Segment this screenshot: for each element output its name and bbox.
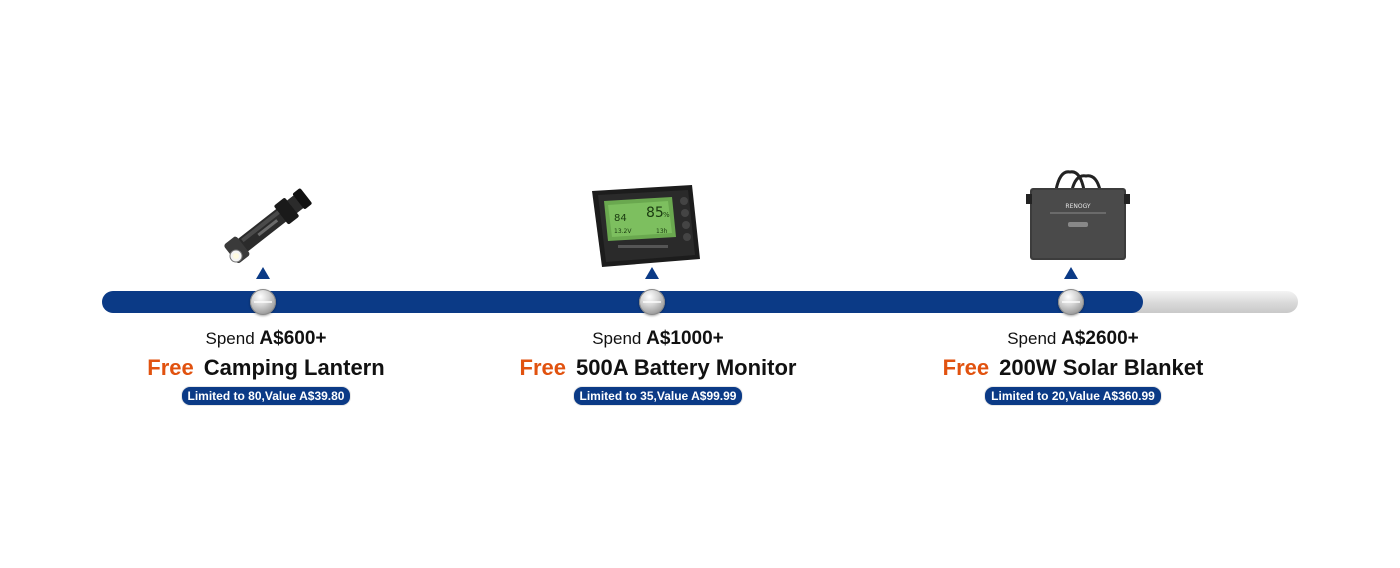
gift-name: 200W Solar Blanket — [999, 355, 1204, 380]
spend-amount: A$600+ — [259, 328, 327, 349]
tier-3-label: Spend A$2600+ Free 200W Solar Blanket Lim… — [863, 326, 1283, 406]
tier-2-pointer — [645, 267, 659, 279]
free-label: Free — [519, 355, 567, 380]
spend-amount: A$1000+ — [646, 328, 724, 349]
monitor-value-3: 13.2V — [614, 228, 632, 235]
spend-label: Spend — [592, 329, 642, 348]
spend-label: Spend — [1007, 329, 1057, 348]
tier-3-marker — [1058, 289, 1084, 315]
tier-2-gift: Free 500A Battery Monitor — [448, 353, 868, 383]
tier-3-gift: Free 200W Solar Blanket — [863, 353, 1283, 383]
free-label: Free — [942, 355, 990, 380]
tier-1-label: Spend A$600+ Free Camping Lantern Limited… — [56, 326, 476, 406]
brand-text: RENOGY — [1065, 203, 1091, 210]
tier-2-marker — [639, 289, 665, 315]
tier-2-label: Spend A$1000+ Free 500A Battery Monitor L… — [448, 326, 868, 406]
battery-monitor-icon: 84 85 % 13.2V 13h — [592, 185, 700, 267]
monitor-value-4: 13h — [656, 228, 668, 235]
monitor-unit: % — [663, 211, 670, 219]
gift-name: Camping Lantern — [203, 355, 385, 380]
tier-1-pointer — [256, 267, 270, 279]
free-label: Free — [147, 355, 194, 380]
tier-3-spend: Spend A$2600+ — [863, 326, 1283, 352]
tier-3-pointer — [1064, 267, 1078, 279]
tier-1-marker — [250, 289, 276, 315]
monitor-value-2: 85 — [646, 205, 664, 221]
gift-name: 500A Battery Monitor — [576, 355, 797, 380]
tier-2-spend: Spend A$1000+ — [448, 326, 868, 352]
spend-label: Spend — [205, 329, 255, 348]
tier-1-limit-badge: Limited to 80,Value A$39.80 — [180, 386, 352, 406]
flashlight-icon — [224, 188, 312, 264]
tier-2-limit-badge: Limited to 35,Value A$99.99 — [572, 386, 744, 406]
spend-amount: A$2600+ — [1061, 328, 1139, 349]
progress-track-fill — [102, 291, 1143, 313]
solar-blanket-icon: RENOGY — [1026, 170, 1130, 260]
tier-1-spend: Spend A$600+ — [56, 326, 476, 352]
monitor-value-1: 84 — [614, 213, 627, 224]
tier-3-limit-badge: Limited to 20,Value A$360.99 — [984, 386, 1162, 406]
tier-1-gift: Free Camping Lantern — [56, 353, 476, 383]
